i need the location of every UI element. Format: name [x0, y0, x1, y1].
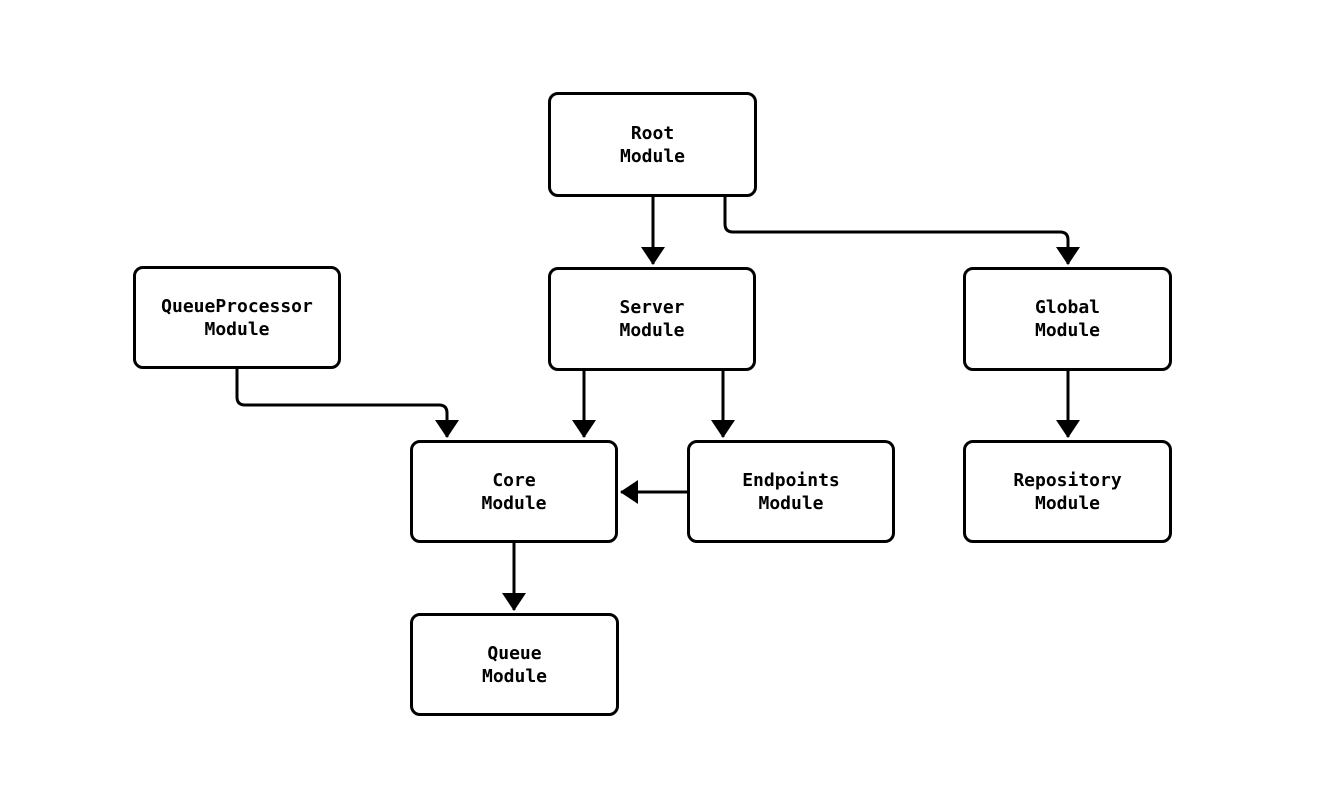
node-label-line2: Module [1034, 492, 1101, 514]
edge-queueprocessor-to-core [235, 369, 459, 438]
node-endpoints-module: Endpoints Module [687, 440, 895, 543]
node-server-module: Server Module [548, 267, 756, 371]
node-queueprocessor-module: QueueProcessor Module [133, 266, 341, 369]
node-queue-module: Queue Module [410, 613, 619, 716]
node-label-line1: Root [630, 122, 675, 144]
node-label-line1: Endpoints [742, 469, 840, 491]
node-label-line1: Global [1034, 297, 1101, 318]
node-label-line1: Core [492, 469, 536, 491]
node-label-line2: Module [1034, 320, 1101, 341]
node-label-line1: Repository [1013, 469, 1122, 491]
node-repository-module: Repository Module [963, 440, 1172, 543]
edge-root-to-global [723, 197, 1080, 265]
node-label-line1: QueueProcessor [161, 295, 313, 317]
node-label-line2: Module [481, 492, 547, 514]
node-global-module: Global Module [963, 267, 1172, 371]
node-core-module: Core Module [410, 440, 618, 543]
node-label-line2: Module [481, 665, 548, 687]
node-label-line2: Module [204, 318, 270, 340]
node-root-module: Root Module [548, 92, 757, 197]
node-label-line1: Queue [487, 642, 542, 664]
node-label-line2: Module [619, 320, 685, 341]
node-label-line2: Module [758, 492, 824, 514]
node-label-line1: Server [619, 297, 685, 318]
node-label-line2: Module [619, 145, 686, 167]
